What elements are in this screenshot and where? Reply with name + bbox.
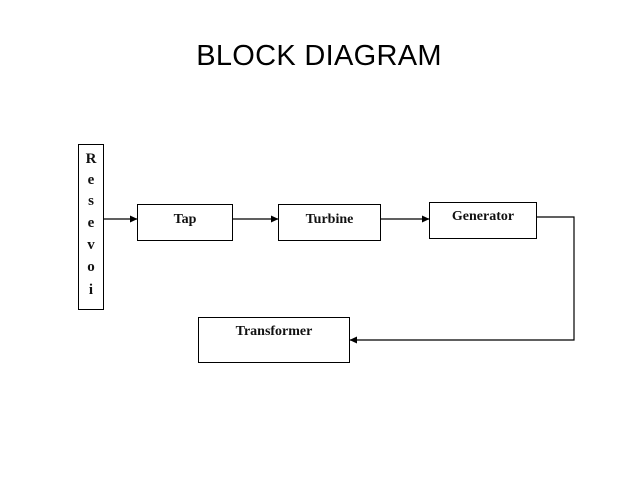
transformer-block: Transformer [198,317,350,363]
reservoir-letter: s [88,193,94,209]
transformer-label: Transformer [235,324,313,339]
turbine-block: Turbine [278,204,381,241]
generator-block: Generator [429,202,537,239]
reservoir-letter: v [87,237,95,253]
tap-label: Tap [173,212,197,227]
reservoir-block: R e s e v o i [78,144,104,310]
reservoir-letter: R [85,151,97,167]
turbine-label: Turbine [305,212,354,227]
arrow-generator-to-transformer [349,216,575,344]
reservoir-letter: i [88,282,94,298]
tap-block: Tap [137,204,233,241]
reservoir-letter: o [87,259,95,275]
reservoir-letter: e [87,172,95,188]
page-title: BLOCK DIAGRAM [196,40,442,72]
generator-label: Generator [451,209,515,224]
reservoir-letter: e [87,215,95,231]
